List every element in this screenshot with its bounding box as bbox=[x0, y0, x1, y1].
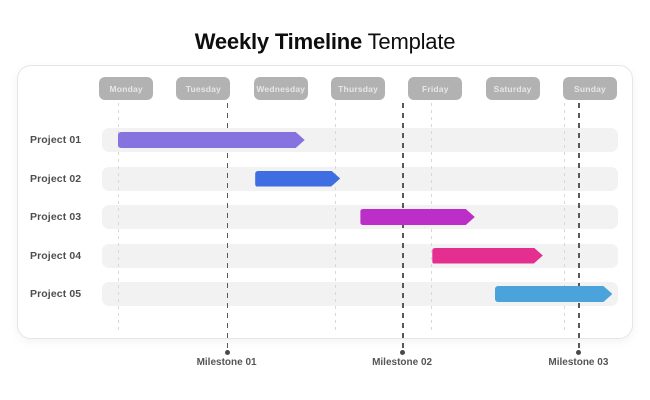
day-gridline bbox=[563, 103, 565, 331]
project-label: Project 02 bbox=[30, 172, 82, 185]
day-badge-thursday: Thursday bbox=[331, 77, 386, 100]
project-label: Project 04 bbox=[30, 249, 82, 262]
project-row-track bbox=[102, 166, 618, 191]
project-row-track bbox=[102, 205, 618, 229]
project-bar bbox=[360, 209, 474, 225]
page-title-bold: Weekly Timeline bbox=[194, 29, 363, 54]
day-badge-wednesday: Wednesday bbox=[253, 77, 308, 100]
day-badge-saturday: Saturday bbox=[485, 77, 540, 100]
day-badge-friday: Friday bbox=[408, 77, 463, 100]
day-badge-tuesday: Tuesday bbox=[176, 77, 231, 100]
project-label: Project 05 bbox=[30, 288, 82, 300]
project-bar bbox=[118, 132, 305, 148]
day-badge-sunday: Sunday bbox=[563, 77, 617, 100]
page-title-regular: Template bbox=[367, 29, 456, 54]
milestone-label: Milestone 02 bbox=[372, 357, 433, 368]
milestone-label: Milestone 01 bbox=[196, 357, 257, 368]
milestone-line bbox=[578, 103, 580, 351]
milestone-line bbox=[226, 103, 229, 351]
milestone-dot bbox=[400, 350, 406, 355]
day-gridline bbox=[334, 103, 336, 331]
milestone-dot bbox=[224, 350, 230, 355]
project-label: Project 01 bbox=[30, 134, 82, 146]
milestone-label: Milestone 03 bbox=[548, 357, 609, 368]
project-bar bbox=[255, 171, 340, 187]
project-bar bbox=[432, 248, 543, 264]
project-label: Project 03 bbox=[30, 211, 82, 223]
project-bar bbox=[495, 286, 613, 302]
day-gridline bbox=[117, 103, 119, 331]
day-badge-monday: Monday bbox=[99, 77, 154, 100]
milestone-dot bbox=[576, 350, 582, 355]
page-title: Weekly Timeline Template bbox=[0, 29, 650, 55]
milestone-line bbox=[402, 103, 404, 351]
